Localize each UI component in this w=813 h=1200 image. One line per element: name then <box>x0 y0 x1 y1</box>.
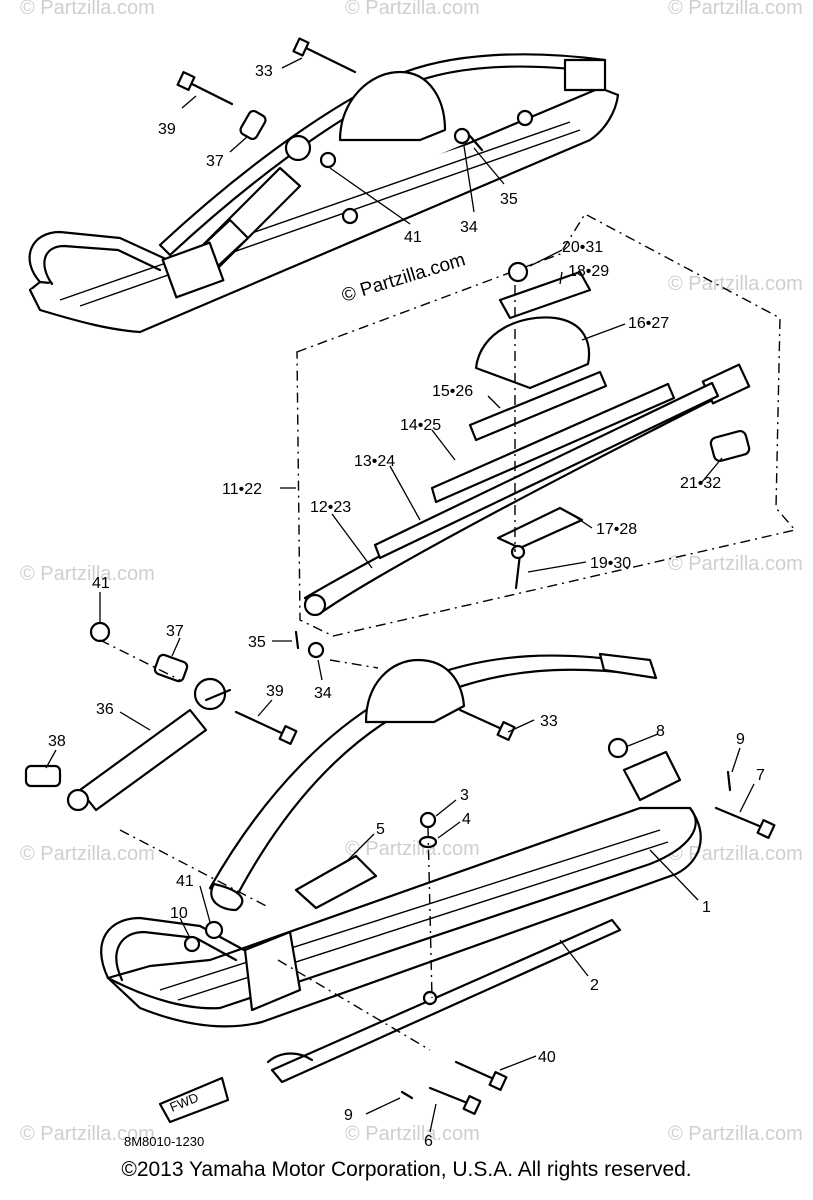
callout-16-27: 16•27 <box>628 315 669 332</box>
callout-41-upper: 41 <box>404 229 422 246</box>
callout-7: 7 <box>756 767 765 784</box>
callout-37-lower: 37 <box>166 623 184 640</box>
callout-36: 36 <box>96 701 114 718</box>
watermark-main: © Partzilla.com <box>339 249 468 307</box>
callout-2: 2 <box>590 977 599 994</box>
callout-5: 5 <box>376 821 385 838</box>
callout-6: 6 <box>424 1133 433 1150</box>
callout-38: 38 <box>48 733 66 750</box>
callout-11-22: 11•22 <box>222 481 262 498</box>
callout-35-lower: 35 <box>248 634 266 651</box>
watermark: © Partzilla.com <box>345 1123 480 1145</box>
callout-19-30: 19•30 <box>590 555 631 572</box>
watermark: © Partzilla.com <box>668 843 803 865</box>
assembled-ski-illustration <box>28 37 620 334</box>
callout-8: 8 <box>656 723 665 740</box>
callout-33-lower: 33 <box>540 713 558 730</box>
leader-lines <box>45 57 755 1133</box>
watermark: © Partzilla.com <box>345 838 480 860</box>
callout-20-31: 20•31 <box>562 239 603 256</box>
watermark: © Partzilla.com <box>668 273 803 295</box>
watermark: © Partzilla.com <box>345 0 480 19</box>
callout-37-upper: 37 <box>206 153 224 170</box>
callout-14-25: 14•25 <box>400 417 441 434</box>
callout-3: 3 <box>460 787 469 804</box>
diagram-code: 8M8010-1230 <box>124 1134 204 1149</box>
callout-40: 40 <box>538 1049 556 1066</box>
watermarks: © Partzilla.com © Partzilla.com © Partzi… <box>20 0 803 1145</box>
callout-4: 4 <box>462 811 471 828</box>
callout-34-upper: 34 <box>460 219 478 236</box>
callout-13-24: 13•24 <box>354 453 395 470</box>
callout-41-lower: 41 <box>92 575 110 592</box>
exploded-ski-illustration <box>24 621 776 1124</box>
copyright-notice: ©2013 Yamaha Motor Corporation, U.S.A. A… <box>121 1158 692 1181</box>
callout-35-upper: 35 <box>500 191 518 208</box>
callout-34-lower: 34 <box>314 685 332 702</box>
callout-15-26: 15•26 <box>432 383 473 400</box>
callout-12-23: 12•23 <box>310 499 351 516</box>
callout-33-upper: 33 <box>255 63 273 80</box>
watermark: © Partzilla.com <box>20 1123 155 1145</box>
callout-10: 10 <box>170 905 188 922</box>
callout-9-rear: 9 <box>736 731 745 748</box>
watermark: © Partzilla.com <box>668 1123 803 1145</box>
callout-41-front: 41 <box>176 873 194 890</box>
watermark: © Partzilla.com <box>20 843 155 865</box>
callout-39-lower: 39 <box>266 683 284 700</box>
callout-9-front: 9 <box>344 1107 353 1124</box>
callout-18-29: 18•29 <box>568 263 609 280</box>
leaf-spring-stack-illustration <box>303 261 751 617</box>
watermark: © Partzilla.com <box>668 0 803 19</box>
watermark: © Partzilla.com <box>20 0 155 19</box>
watermark: © Partzilla.com <box>668 553 803 575</box>
callout-17-28: 17•28 <box>596 521 637 538</box>
callout-21-32: 21•32 <box>680 475 721 492</box>
watermark: © Partzilla.com <box>20 563 155 585</box>
callouts: 33 39 37 41 34 35 © Partzilla.com 20•31 … <box>48 63 765 1150</box>
callout-1: 1 <box>702 899 711 916</box>
callout-39-upper: 39 <box>158 121 176 138</box>
